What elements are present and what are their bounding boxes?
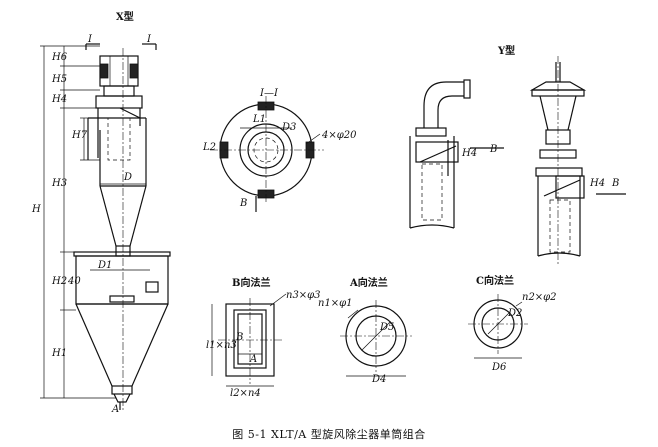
section-i-view: I—I L1 D3 L2 4×φ20 B [202,88,357,212]
x-type-title: X型 [116,10,134,23]
svg-text:H4: H4 [589,178,605,189]
flange-a-view: A向法兰 D4 D5 n1×φ1 [318,276,412,385]
fan-assembly [99,55,139,97]
svg-text:H4: H4 [51,94,67,105]
svg-text:B: B [611,178,619,189]
flange-b-view: B向法兰 l1×n3 l2×n4 A B n3×φ3 [206,276,321,399]
svg-text:n1×φ1: n1×φ1 [318,298,353,309]
section-title: I—I [259,88,279,99]
flange-a-title: A向法兰 [349,276,388,289]
svg-text:A: A [249,354,257,365]
y-type-elbow-unit: H4 B [409,79,504,229]
y-type-straight-unit: H4 B [529,56,626,264]
x-type-view: X型 I I [31,10,171,415]
svg-text:l1×n3: l1×n3 [206,340,237,351]
section-mark-right: I [142,34,157,50]
svg-text:H: H [31,204,41,215]
y-type-title: Y型 [497,44,515,57]
svg-text:B: B [239,198,247,209]
svg-text:D5: D5 [379,322,394,333]
svg-text:D6: D6 [491,362,507,373]
svg-text:L1: L1 [252,114,266,125]
svg-text:n3×φ3: n3×φ3 [286,290,321,301]
hopper [73,251,171,403]
figure-caption: 图 5-1 XLT/A 型旋风除尘器单筒组合 [232,428,426,441]
svg-text:H2: H2 [51,276,67,287]
flange-b-title: B向法兰 [232,276,270,289]
arrow-a-label: A [111,404,119,415]
y-type-view: Y型 H4 B [409,44,626,264]
svg-text:H5: H5 [51,74,67,85]
svg-text:H7: H7 [71,130,88,141]
svg-text:L2: L2 [202,142,216,153]
flange-c-view: C向法兰 D6 D2 n2×φ2 [468,274,557,373]
outlet-inlet [87,95,147,161]
svg-text:D2: D2 [507,308,522,319]
svg-text:D4: D4 [371,374,386,385]
dimension-chain-left: H H6 H5 H4 H3 H2 H1 H7 40 [31,45,116,399]
svg-text:l2×n4: l2×n4 [230,388,261,399]
svg-text:40: 40 [67,276,81,287]
svg-text:H1: H1 [51,348,67,359]
svg-text:I: I [146,34,152,45]
label-d: D [123,172,132,183]
svg-text:H3: H3 [51,178,67,189]
svg-text:B: B [489,144,497,155]
svg-text:n2×φ2: n2×φ2 [522,292,557,303]
section-mark-left: I [85,34,100,50]
svg-text:H4: H4 [461,148,477,159]
svg-text:H6: H6 [51,52,68,63]
svg-text:4×φ20: 4×φ20 [321,130,357,141]
cyclone-body [99,48,147,412]
svg-text:B: B [235,332,243,343]
svg-text:I: I [87,34,93,45]
svg-text:D3: D3 [281,122,296,133]
label-d1: D1 [97,260,112,271]
flange-c-title: C向法兰 [476,274,514,287]
